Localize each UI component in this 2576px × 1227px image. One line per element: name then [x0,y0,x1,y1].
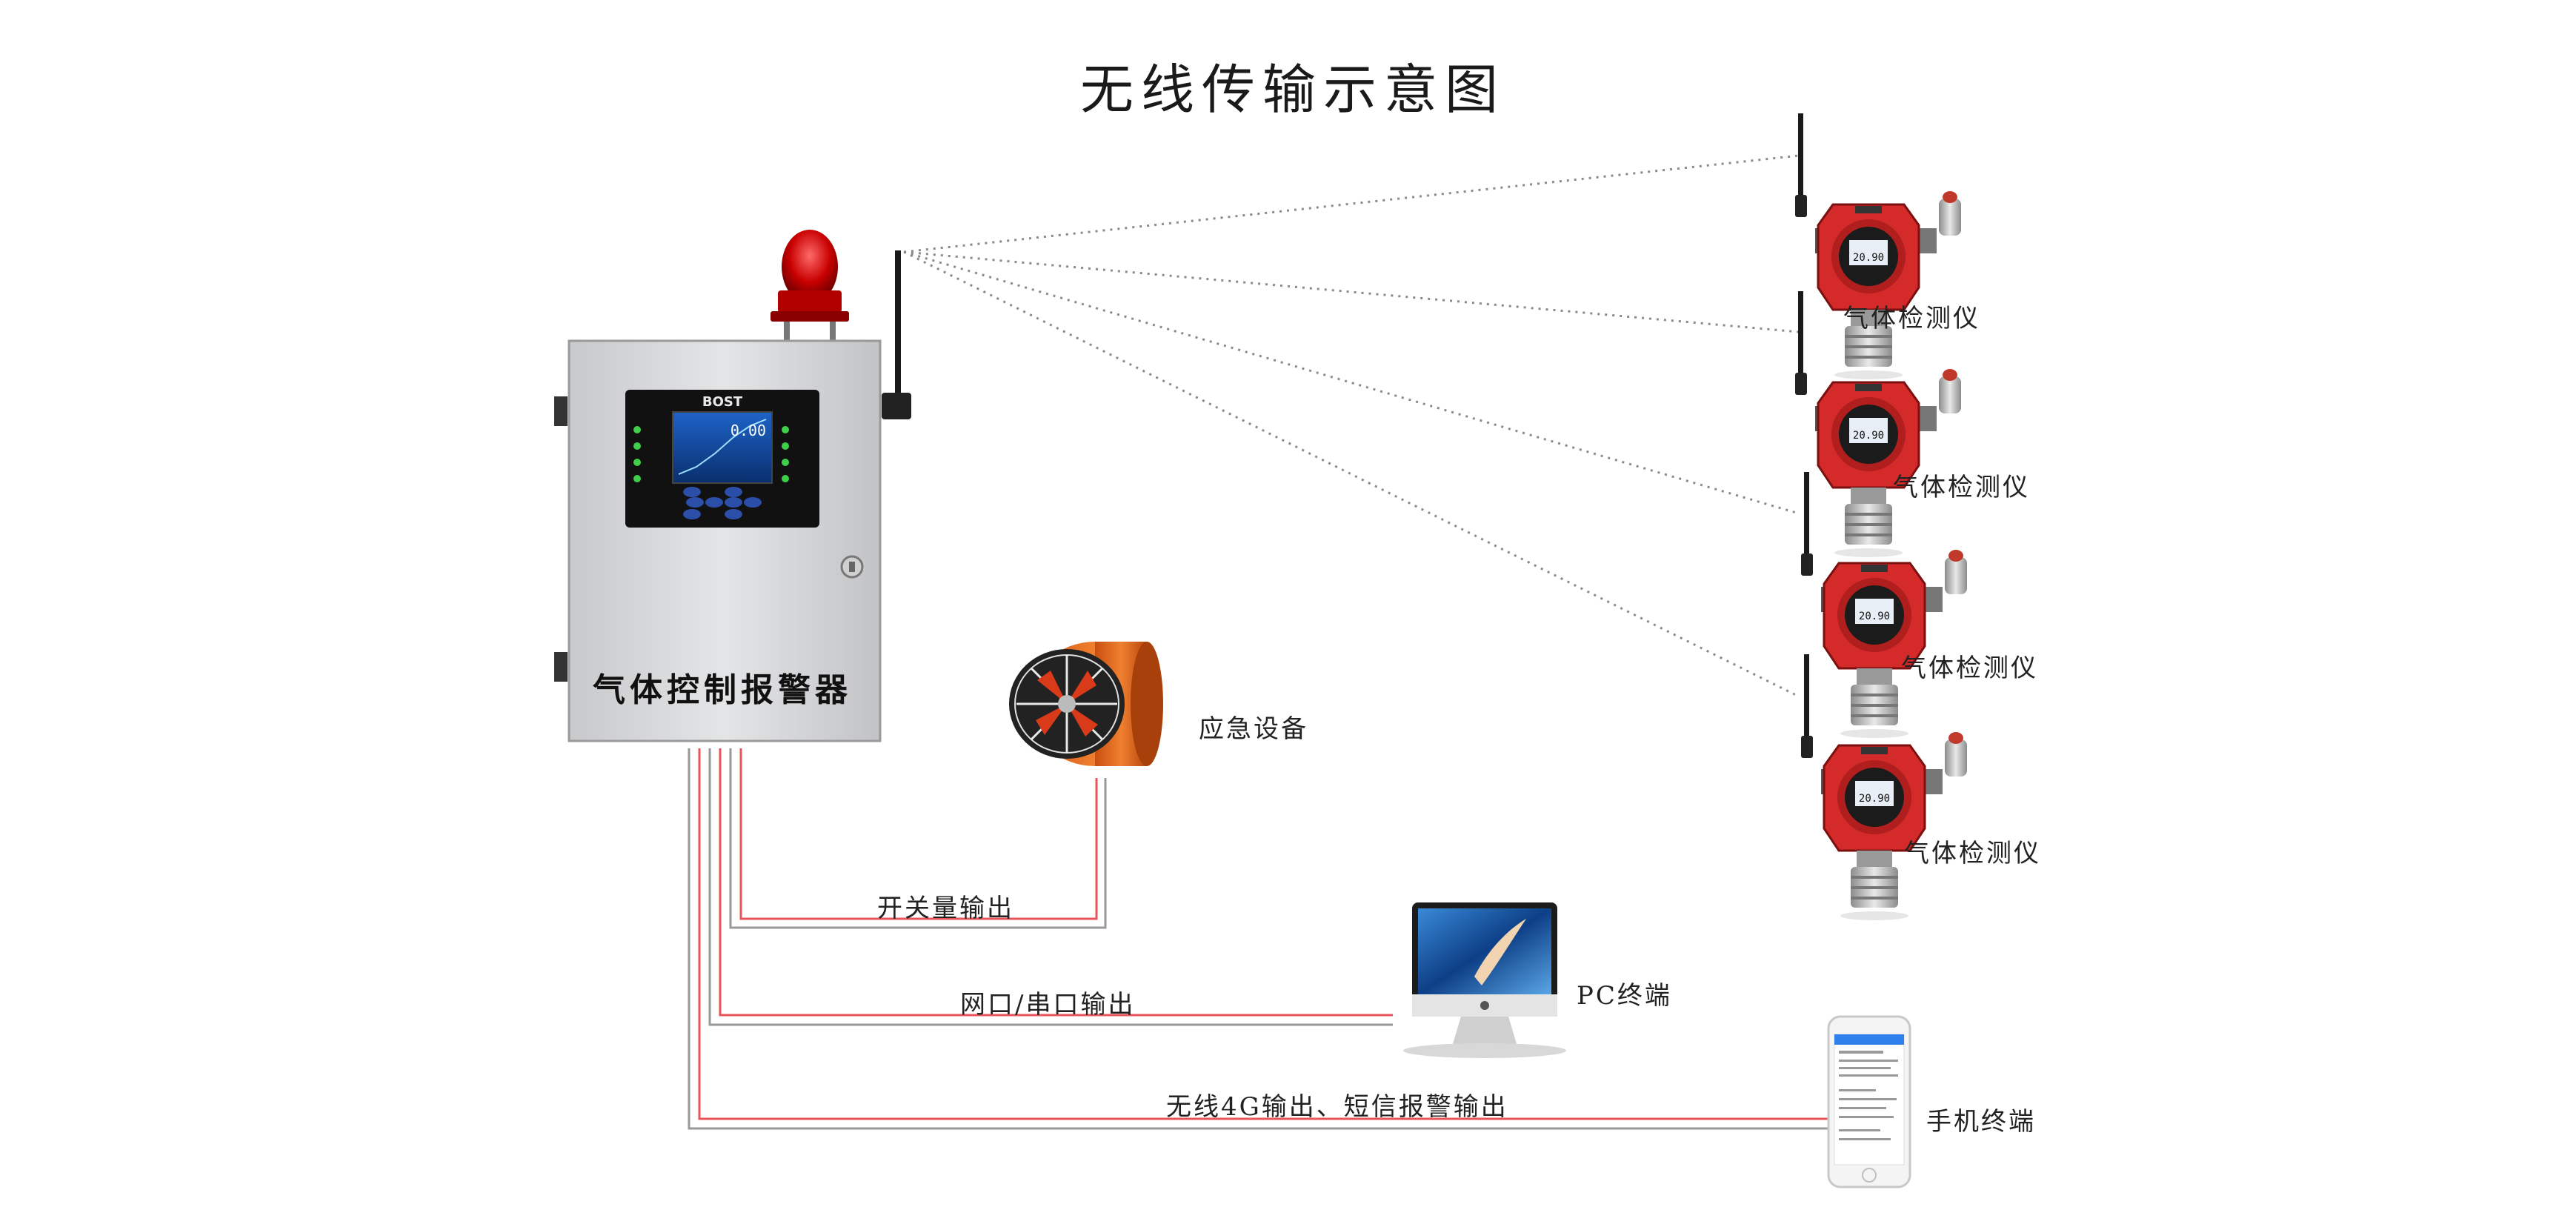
network-output-wire-gray [708,748,1393,1026]
alarm-lamp-icon [771,230,849,341]
wireless-link-3 [903,250,1800,515]
wireless-links [903,154,1800,698]
wireless-link-4 [903,250,1800,698]
gas-alarm-controller: BOST 0.00 [554,230,911,742]
diagram-title: 无线传输示意图 [1080,59,1506,121]
fan-label: 应急设备 [1199,714,1308,744]
detector-1-reading: 20.90 [1853,252,1884,264]
switch-output-label: 开关量输出 [877,894,1014,923]
controller-label: 气体控制报警器 [593,671,852,709]
pc-label: PC终端 [1577,981,1672,1011]
detector-3-label: 气体检测仪 [1901,654,2038,683]
wired-connections [688,748,1830,1130]
wireless-output-wire-gray [688,748,1830,1130]
controller-antenna-icon [882,250,911,419]
mobile-terminal-icon [1827,1015,1911,1188]
detector-2-reading: 20.90 [1853,430,1884,442]
wireless-link-2 [903,250,1800,333]
pc-terminal-icon [1403,902,1566,1058]
controller-screen-curve [678,419,767,475]
detector-4-reading: 20.90 [1859,793,1890,805]
network-output-label: 网口/串口输出 [960,990,1136,1020]
controller-keypad [683,487,762,519]
detector-4-label: 气体检测仪 [1904,839,2041,868]
phone-label: 手机终端 [1926,1107,2036,1137]
controller-brand: BOST [702,394,743,410]
emergency-fan-icon [1009,642,1163,766]
controller-indicator-leds [633,426,789,482]
network-output-wire-red [719,748,1393,1017]
wireless-output-wire-red [698,748,1830,1120]
switch-output-wire-red [739,748,1098,920]
detector-3-reading: 20.90 [1859,611,1890,622]
wireless-output-label: 无线4G输出、短信报警输出 [1166,1092,1508,1122]
detector-1-label: 气体检测仪 [1843,304,1980,333]
controller-screen-value: 0.00 [730,422,766,439]
switch-output-wire-gray [729,748,1107,929]
detector-2-label: 气体检测仪 [1893,473,2030,502]
wireless-link-1 [903,154,1800,253]
gas-detector-1 [1794,112,1963,381]
